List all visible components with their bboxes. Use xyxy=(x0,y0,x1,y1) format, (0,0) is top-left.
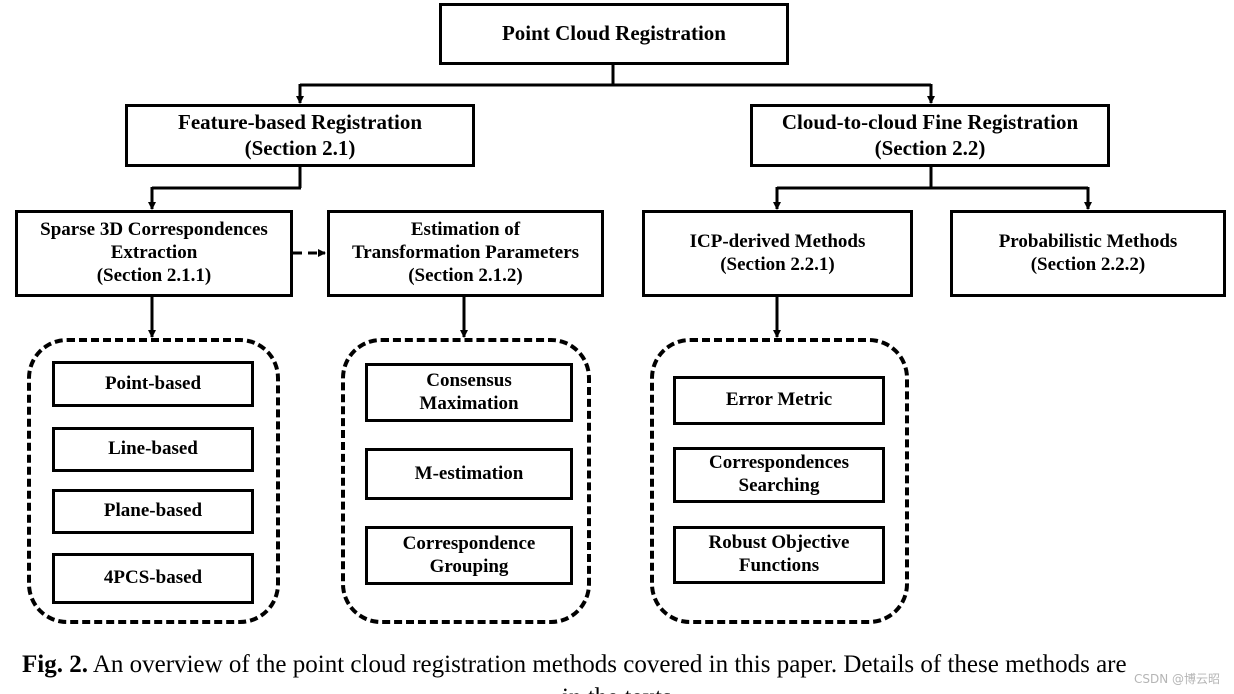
correspondence-grouping-label-1: Correspondence xyxy=(402,532,536,554)
caption-line2: in the texts. xyxy=(22,681,1234,694)
sparse-correspondences-box: Sparse 3D Correspondences Extraction (Se… xyxy=(15,210,293,297)
watermark: CSDN @博云昭 xyxy=(1133,672,1220,686)
fine-registration-title: Cloud-to-cloud Fine Registration xyxy=(781,110,1079,135)
plane-based-box: Plane-based xyxy=(52,489,254,534)
robust-objective-label-2: Functions xyxy=(738,555,820,576)
caption-text: An overview of the point cloud registrat… xyxy=(87,651,1127,678)
line-based-box: Line-based xyxy=(52,427,254,472)
correspondence-grouping-label-2: Grouping xyxy=(429,555,509,577)
icp-title: ICP-derived Methods xyxy=(689,230,866,252)
probabilistic-title: Probabilistic Methods xyxy=(998,230,1178,252)
feature-methods-group xyxy=(27,338,280,624)
m-estimation-box: M-estimation xyxy=(365,448,573,500)
root-box: Point Cloud Registration xyxy=(439,3,789,65)
point-based-label: Point-based xyxy=(104,372,202,394)
fine-registration-section: (Section 2.2) xyxy=(874,135,986,160)
line-based-label: Line-based xyxy=(108,438,198,460)
robust-objective-box: Robust Objective Functions xyxy=(673,526,885,584)
estimation-line1: Estimation of xyxy=(410,219,521,241)
plane-based-label: Plane-based xyxy=(103,500,203,522)
fine-registration-box: Cloud-to-cloud Fine Registration (Sectio… xyxy=(750,104,1110,167)
correspondences-searching-label-1: Correspondences xyxy=(708,452,850,474)
estimation-section: (Section 2.1.2) xyxy=(408,264,523,286)
icp-section: (Section 2.2.1) xyxy=(720,253,835,275)
consensus-maximation-box: Consensus Maximation xyxy=(365,363,573,422)
sparse-line1: Sparse 3D Correspondences xyxy=(40,219,268,241)
feature-based-title: Feature-based Registration xyxy=(178,110,422,135)
root-title: Point Cloud Registration xyxy=(501,21,726,46)
error-metric-label: Error Metric xyxy=(725,389,833,411)
estimation-line2: Transformation Parameters xyxy=(351,242,580,264)
icp-methods-group xyxy=(650,338,909,624)
feature-based-section: (Section 2.1) xyxy=(244,135,356,160)
estimation-box: Estimation of Transformation Parameters … xyxy=(327,210,604,297)
feature-based-box: Feature-based Registration (Section 2.1) xyxy=(125,104,475,167)
icp-methods-box: ICP-derived Methods (Section 2.2.1) xyxy=(642,210,913,297)
sparse-line2: Extraction xyxy=(110,242,198,264)
point-based-box: Point-based xyxy=(52,361,254,407)
4pcs-based-label: 4PCS-based xyxy=(103,567,203,589)
4pcs-based-box: 4PCS-based xyxy=(52,553,254,604)
robust-objective-label-1: Robust Objective xyxy=(708,532,850,554)
correspondences-searching-label-2: Searching xyxy=(738,475,820,496)
correspondence-grouping-box: Correspondence Grouping xyxy=(365,526,573,585)
probabilistic-methods-box: Probabilistic Methods (Section 2.2.2) xyxy=(950,210,1226,297)
consensus-label-1: Consensus xyxy=(426,369,512,391)
probabilistic-section: (Section 2.2.2) xyxy=(1030,253,1146,275)
error-metric-box: Error Metric xyxy=(673,376,885,425)
m-estimation-label: M-estimation xyxy=(414,462,524,484)
estimation-methods-group xyxy=(341,338,591,624)
caption-label: Fig. 2. xyxy=(22,651,88,678)
correspondences-searching-box: Correspondences Searching xyxy=(673,447,885,503)
consensus-label-2: Maximation xyxy=(419,392,519,414)
figure-caption: Fig. 2. An overview of the point cloud r… xyxy=(22,648,1234,694)
sparse-section: (Section 2.1.1) xyxy=(96,264,212,286)
